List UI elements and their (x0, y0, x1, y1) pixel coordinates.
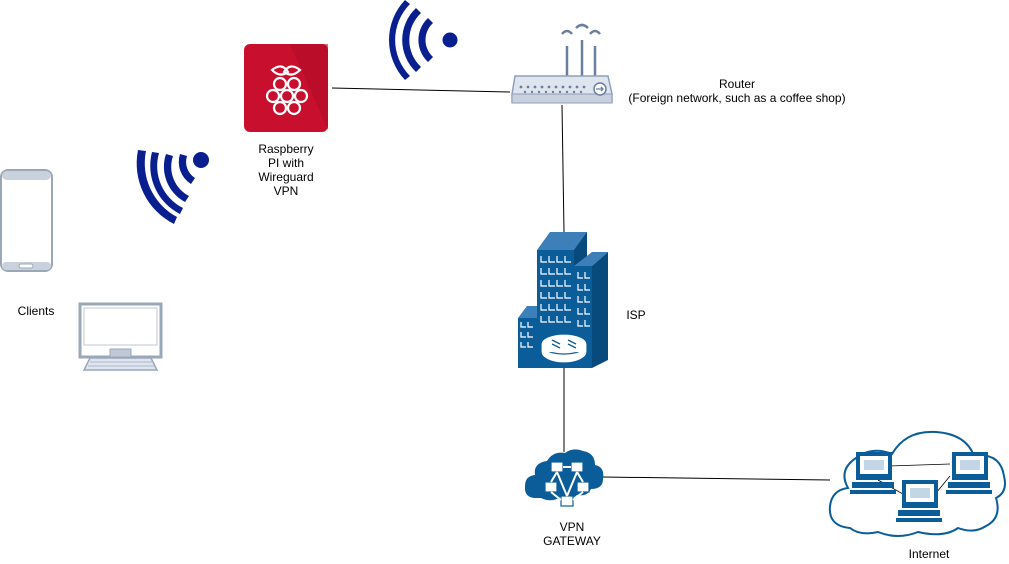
clients-label: Clients (17, 304, 55, 318)
wifi-icon-lower (136, 150, 209, 224)
link-raspberry-router (331, 87, 511, 93)
vpn-gateway-label: VPN GATEWAY (543, 520, 601, 548)
raspberry-label: Raspberry PI with Wireguard VPN (258, 142, 314, 198)
vpn-gateway-icon (524, 449, 604, 507)
router-label: Router (Foreign network, such as a coffe… (628, 77, 846, 105)
router-icon (511, 23, 613, 104)
isp-label: ISP (626, 308, 646, 322)
internet-computer-1 (850, 452, 896, 494)
internet-label: Internet (908, 547, 950, 561)
link-router-isp (561, 104, 565, 233)
isp-building-icon (518, 232, 608, 368)
internet-cloud-icon (828, 430, 1006, 537)
wifi-icon-upper (389, 0, 458, 80)
internet-computer-2 (946, 452, 992, 494)
link-vpn-internet (601, 476, 831, 481)
smartphone-icon (0, 169, 53, 272)
desktop-icon (78, 302, 163, 371)
raspberry-pi-icon (244, 44, 328, 132)
internet-computer-3 (896, 480, 942, 522)
connections (331, 87, 831, 481)
